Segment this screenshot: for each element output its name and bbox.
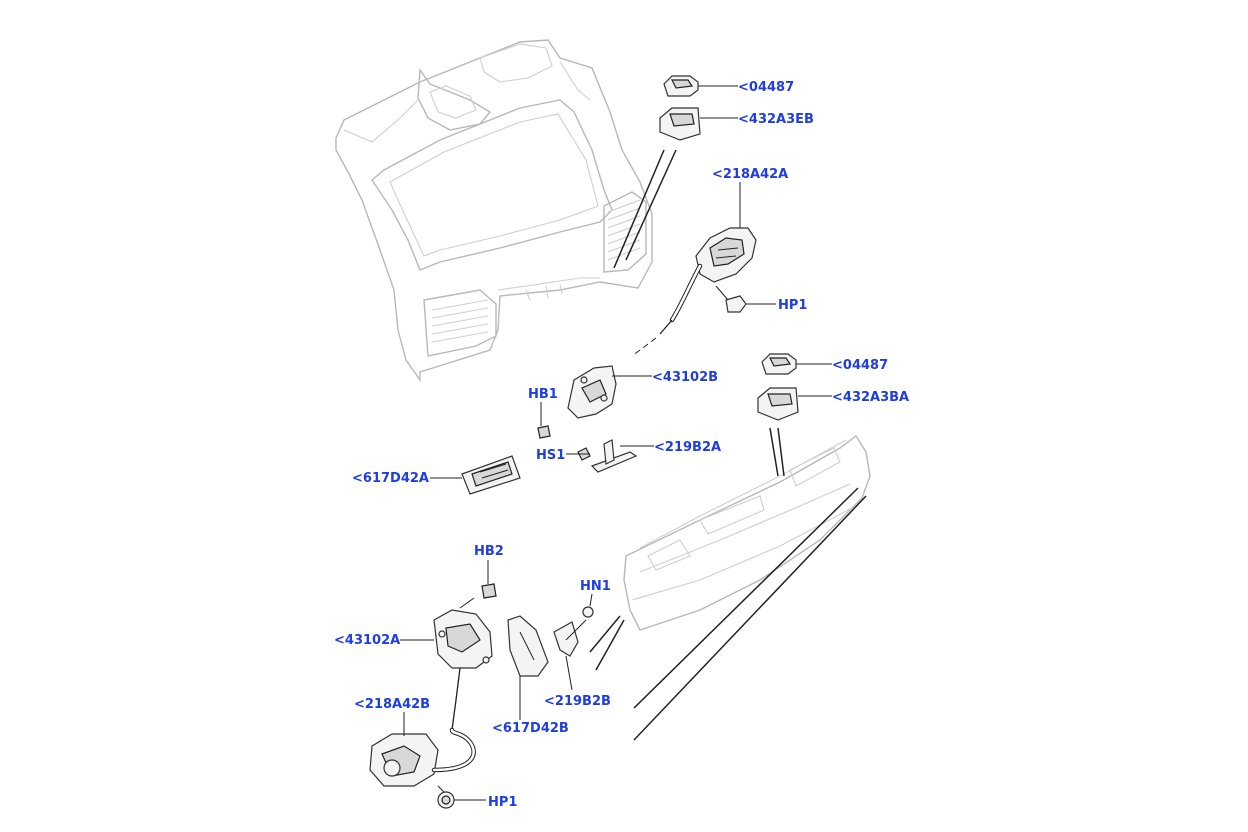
part-hb2-bolt (481, 560, 497, 599)
label-617D42B[interactable]: <617D42B (492, 721, 569, 736)
part-218A42B (369, 727, 476, 787)
part-432A3BA (757, 387, 799, 421)
label-43102A[interactable]: <43102A (334, 633, 400, 648)
label-219B2B[interactable]: <219B2B (544, 694, 611, 709)
lower-tailgate-outline (623, 434, 871, 631)
label-hp1-top[interactable]: HP1 (778, 298, 807, 313)
part-432A3EB (659, 107, 701, 141)
part-hn1-nut (582, 606, 594, 618)
label-432A3EB[interactable]: <432A3EB (738, 112, 814, 127)
part-219B2B (553, 619, 587, 657)
part-hp1-bottom (437, 785, 455, 809)
grouping-lines (589, 149, 867, 741)
label-hs1[interactable]: HS1 (536, 448, 565, 463)
part-hp1-top (715, 285, 747, 313)
label-43102B[interactable]: <43102B (652, 370, 718, 385)
part-617D42B (507, 615, 549, 677)
part-43102B (567, 365, 617, 419)
part-219B2A (590, 439, 638, 473)
label-hb2[interactable]: HB2 (474, 544, 504, 559)
label-hn1[interactable]: HN1 (580, 579, 611, 594)
part-04487-top (663, 75, 699, 97)
part-218A42A (659, 227, 757, 335)
label-04487-mid[interactable]: <04487 (832, 358, 888, 373)
label-hp1-bottom[interactable]: HP1 (488, 795, 517, 810)
label-218A42B[interactable]: <218A42B (354, 697, 430, 712)
part-617D42A (461, 455, 521, 495)
cable-connector-dashed (631, 337, 657, 357)
part-43102A (433, 597, 493, 731)
label-432A3BA[interactable]: <432A3BA (832, 390, 909, 405)
upper-tailgate-outline (335, 39, 653, 383)
label-219B2A[interactable]: <219B2A (654, 440, 721, 455)
label-218A42A[interactable]: <218A42A (712, 167, 788, 182)
label-617D42A[interactable]: <617D42A (352, 471, 429, 486)
label-hb1[interactable]: HB1 (528, 387, 558, 402)
part-04487-mid (761, 353, 797, 375)
part-hb1-bolt (537, 402, 551, 439)
label-04487-top[interactable]: <04487 (738, 80, 794, 95)
label-leaders (400, 85, 832, 801)
